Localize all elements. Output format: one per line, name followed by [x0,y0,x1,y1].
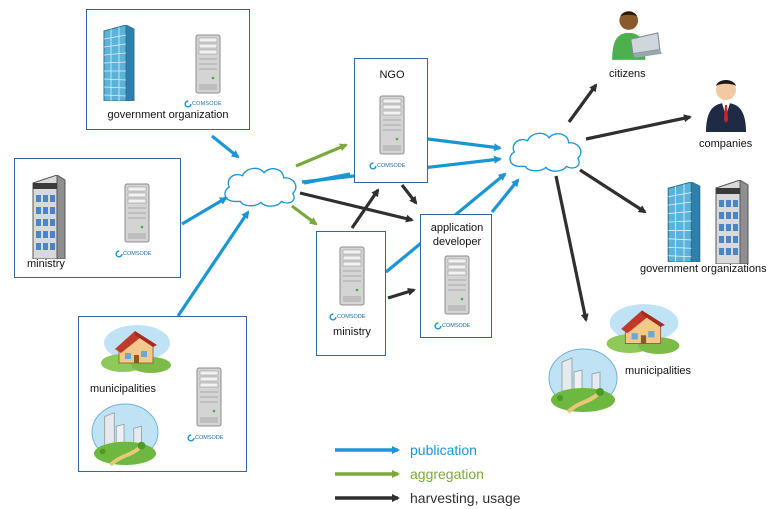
arrow-harvesting-cloud-to-municipalities [554,175,589,322]
office-building-icon [715,180,749,264]
comsode-logo-icon [329,313,337,321]
node-label-citizens: citizens [609,68,646,80]
node-ngo: NGO COMSODE [354,58,428,183]
person-laptop-icon [611,10,662,61]
office-building-icon [103,25,135,101]
arrow-harvesting-cloud-to-citizens [567,83,598,123]
node-label-municipalities-right: municipalities [625,365,692,377]
legend-label-harvesting: harvesting, usage [410,490,521,506]
comsode-logo-text: COMSODE [442,322,471,329]
server-icon [124,183,150,243]
comsode-logo-icon [369,162,377,170]
arrow-harvesting-ngo-to-appdev [400,184,418,205]
arrow-publication-govorg-to-cloud [210,134,240,159]
comsode-logo-text: COMSODE [337,313,366,320]
city-icon [548,348,618,414]
arrow-harvesting-cloud-to-companies [585,114,692,141]
node-label-ministry-center: ministry [333,326,371,338]
node-municipalities-left: municipalities COMSODE [78,316,247,472]
node-label-ngo: NGO [379,69,405,81]
node-label-government-organization: government organization [107,109,229,121]
arrow-harvesting-ministry-to-appdev [387,287,416,300]
node-label-government-organizations: government organizations [640,263,767,275]
comsode-logo-icon [184,100,192,108]
node-ministry-left: COMSODE ministry [14,158,181,278]
legend-label-publication: publication [410,442,477,458]
comsode-logo-text: COMSODE [123,250,152,257]
server-icon [444,255,470,315]
cloud-icon-right [509,132,582,172]
office-building-icon [32,175,66,259]
arrow-harvesting-cloud-to-appdev [299,191,414,223]
arrow-aggregation-cloud-to-ngo [295,143,348,168]
businessman-icon [706,80,746,132]
comsode-logo: COMSODE [187,429,223,447]
arrow-harvesting-cloud-to-govorgs [579,168,647,214]
arrow-harvesting-ministry-to-ngo [350,188,380,229]
comsode-logo-icon [434,322,442,330]
node-label-ministry-left: ministry [27,258,65,270]
comsode-logo: COMSODE [369,157,405,175]
arrow-publication-municipalities-to-cloud [176,210,250,317]
city-icon [91,403,159,467]
node-label-developer: developer [432,236,482,248]
comsode-logo: COMSODE [115,245,151,263]
arrow-publication-appdev-to-cloud [490,178,520,214]
server-icon [379,95,405,155]
arrow-aggregation-cloud-to-ministry [291,204,318,226]
cloud-icon-left [224,167,297,207]
server-icon [196,367,222,427]
arrow-publication-ngo-to-cloud [427,137,502,152]
arrow-publication-ministry-to-cloud [181,196,228,226]
comsode-logo: COMSODE [329,308,365,326]
comsode-logo: COMSODE [434,317,470,335]
comsode-logo-icon [115,250,123,258]
node-application-developer: application developer COMSODE [420,214,492,338]
node-label-municipalities-left: municipalities [90,383,157,395]
comsode-logo-icon [187,434,195,442]
comsode-logo-text: COMSODE [377,162,406,169]
node-label-companies: companies [699,138,753,150]
legend-label-aggregation: aggregation [410,466,484,482]
comsode-logo-text: COMSODE [192,100,222,107]
node-ministry-center: COMSODE ministry [316,231,386,356]
comsode-logo: COMSODE [184,95,222,113]
comsode-logo-text: COMSODE [195,434,224,441]
node-government-organization: COMSODE government organization [86,9,250,130]
server-icon [195,34,221,94]
office-building-icon [667,182,701,262]
house-icon [101,324,171,373]
server-icon [339,246,365,306]
node-label-application: application [430,222,484,234]
house-icon [606,303,680,354]
